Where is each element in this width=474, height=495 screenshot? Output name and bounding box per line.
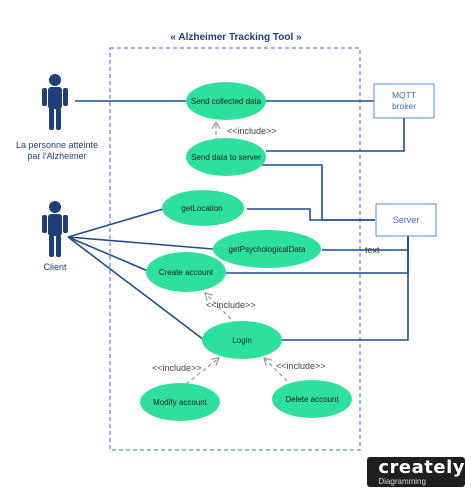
use-case-modify-account[interactable]: Modify account [140,383,220,421]
use-case-send-collected[interactable]: Send collected data [186,82,266,120]
use-case-login-label: Login [232,336,252,345]
include-create-account [204,292,237,325]
patient-label-line2: par l'Alzheimer [27,151,86,161]
use-case-get-location-label: getLocation [181,204,222,213]
include-modify-account [185,357,220,385]
client-actor-icon[interactable] [42,201,68,257]
system-title: « Alzheimer Tracking Tool » [170,32,302,43]
include-label-1: <<include>> [227,126,277,136]
include-label-3: <<include>> [152,363,202,373]
use-case-get-psych[interactable]: getPsychologicalData [213,230,321,268]
assoc-client-create [67,236,149,272]
brand-name: creately [378,456,465,478]
use-case-modify-account-label: Modify account [153,398,208,407]
use-case-create-account[interactable]: Create account [146,252,226,292]
system-boundary [109,47,361,451]
brand-sub: Diagramming [378,476,426,486]
server-label: Server [393,215,420,225]
include-delete-account [263,357,288,382]
use-case-send-server[interactable]: Send data to server [186,138,266,176]
client-label: Client [43,262,67,272]
mqtt-label-line2: broker [392,101,416,111]
use-case-delete-account-label: Delete account [285,395,339,404]
assoc-login-server [281,236,409,341]
patient-actor-icon[interactable] [42,74,68,130]
use-case-create-account-label: Create account [159,268,214,277]
assoc-client-psych [67,236,214,250]
server-box[interactable]: Server [375,203,437,237]
use-case-get-psych-label: getPsychologicalData [229,245,306,254]
assoc-client-login [67,236,205,341]
use-case-login[interactable]: Login [202,321,282,359]
use-case-send-collected-label: Send collected data [191,97,262,106]
assoc-getlocation-server [247,208,375,221]
use-case-get-location[interactable]: getLocation [162,190,244,226]
assoc-send-server-server [262,164,375,221]
assoc-send-server-mqtt [266,118,405,152]
mqtt-label-line1: MQTT [392,90,416,100]
mqtt-broker-box[interactable]: MQTT broker [373,83,435,119]
use-case-delete-account[interactable]: Delete account [272,380,352,418]
text-label: text [365,245,380,255]
association-lines [67,100,409,341]
patient-label-line1: La personne atteinte [16,140,98,150]
include-label-4: <<include>> [276,361,326,371]
include-label-2: <<include>> [206,300,256,310]
use-case-send-server-label: Send data to server [191,153,261,162]
creately-badge[interactable]: creately Diagramming [367,457,465,487]
assoc-client-getlocation [67,208,164,238]
